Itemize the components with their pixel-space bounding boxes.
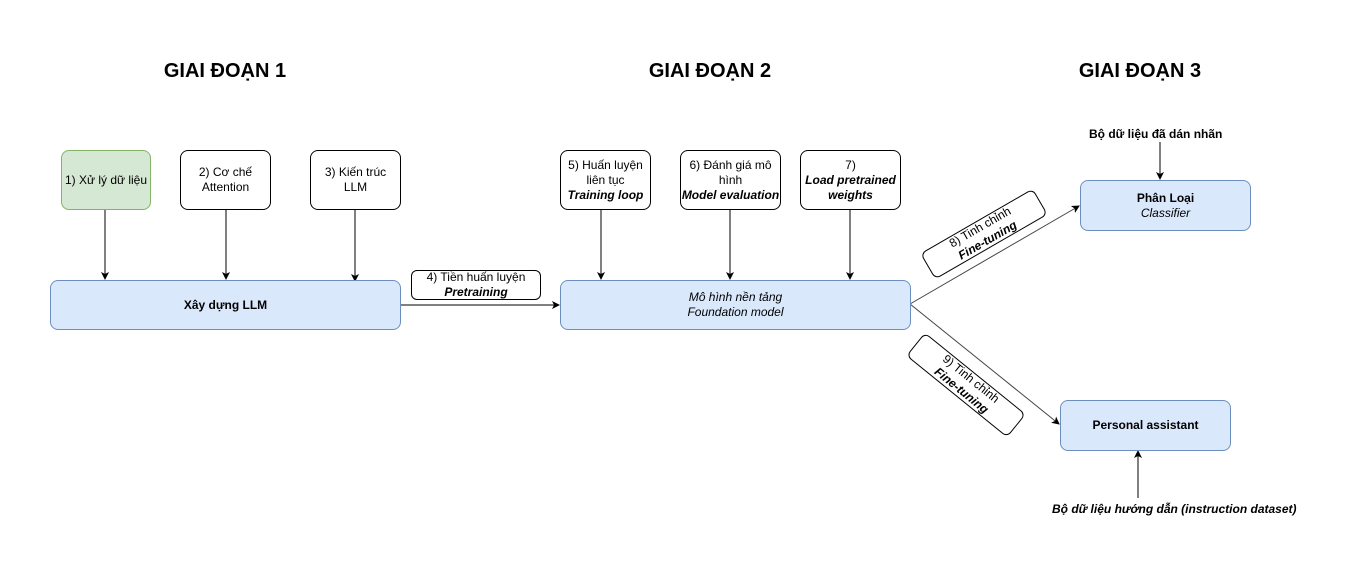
node-label: weights [828,187,873,202]
node-label: 3) Kiến trúc [324,165,387,179]
node-model-evaluation[interactable]: 6) Đánh giá mô hình Model evaluation [680,150,781,210]
node-attention[interactable]: 2) Cơ chế Attention [180,150,271,210]
node-label: 6) Đánh giá mô [689,157,772,172]
node-label: Foundation model [687,305,784,319]
node-label: 7) [845,157,856,172]
node-label: Xây dựng LLM [183,297,268,312]
stage-2-title: GIAI ĐOẠN 2 [648,60,772,82]
node-label: 2) Cơ chế [198,165,253,179]
node-foundation-model[interactable]: Mô hình nền tảng Foundation model [560,280,911,330]
edge-label-line: Pretraining [444,285,508,299]
node-label: Phân Loại [1136,190,1195,205]
node-label: Model evaluation [681,187,780,202]
node-training-loop[interactable]: 5) Huấn luyện liên tục Training loop [560,150,651,210]
node-llm-architecture[interactable]: 3) Kiến trúc LLM [310,150,401,210]
node-label: hình [718,172,743,187]
arrow-foundation-to-classifier [909,205,1080,305]
node-label: Personal assistant [1092,418,1199,432]
node-label: Training loop [567,187,644,202]
node-label: 5) Huấn luyện [568,157,643,172]
node-label: LLM [343,180,368,194]
stage-3-title: GIAI ĐOẠN 3 [1078,60,1202,82]
node-label: Classifier [1140,205,1191,220]
node-label: Load pretrained [805,172,896,187]
edge-label-pretraining: 4) Tiền huấn luyện Pretraining [411,270,541,300]
arrow-foundation-to-assistant [909,303,1060,425]
instruction-dataset-label: Bộ dữ liệu hướng dẫn (instruction datase… [1052,502,1297,516]
node-label: 1) Xử lý dữ liệu [64,172,148,187]
labeled-dataset-label: Bộ dữ liệu đã dán nhãn [1089,127,1223,141]
node-label: Mô hình nền tảng [688,290,783,304]
node-load-weights[interactable]: 7) Load pretrained weights [800,150,901,210]
node-data-processing[interactable]: 1) Xử lý dữ liệu [61,150,151,210]
node-label: Attention [201,180,250,194]
node-build-llm[interactable]: Xây dựng LLM [50,280,401,330]
node-classifier[interactable]: Phân Loại Classifier [1080,180,1251,231]
stage-1-title: GIAI ĐOẠN 1 [163,60,287,82]
edge-label-line: 4) Tiền huấn luyện [426,270,526,284]
node-label: liên tục [586,172,625,187]
node-personal-assistant[interactable]: Personal assistant [1060,400,1231,451]
